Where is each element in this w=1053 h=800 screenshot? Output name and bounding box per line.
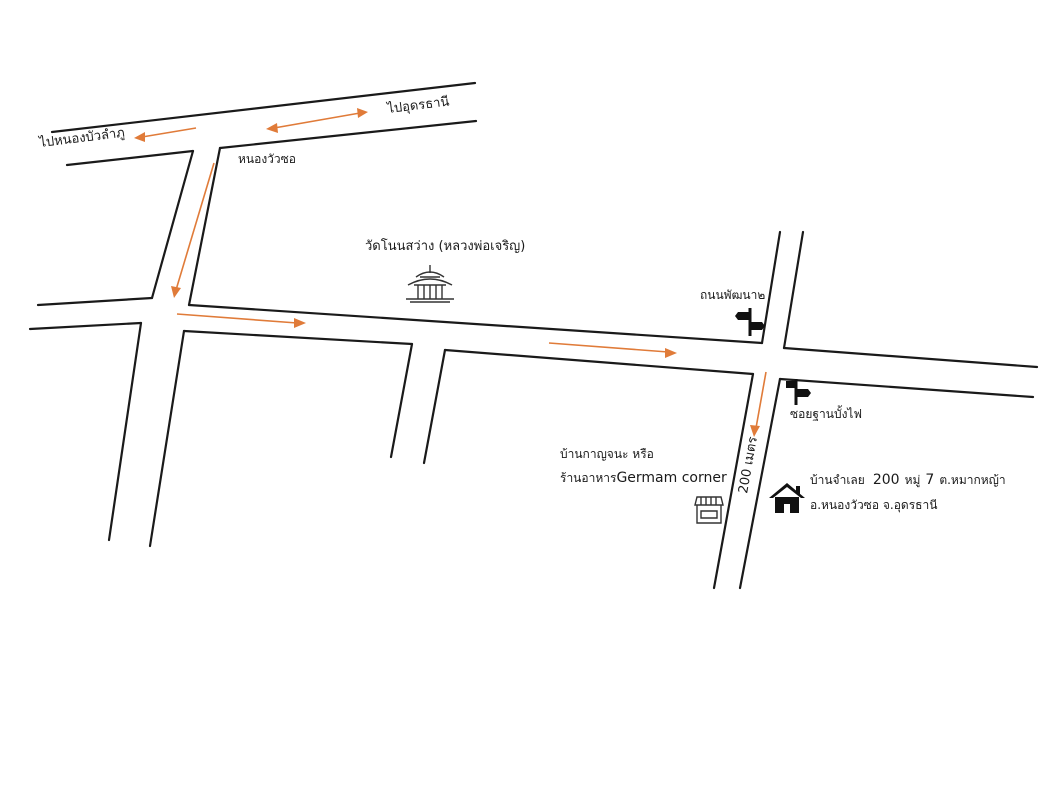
- arrow-head-down-house: [750, 425, 760, 437]
- signpost-icon: [786, 379, 811, 405]
- label-landmark-prefix: ร้านอาหาร: [560, 471, 617, 485]
- arrow-head-main-1: [294, 318, 306, 328]
- arrow-head-double-left: [266, 123, 278, 133]
- label-address-prefix: บ้านจำเลย: [810, 473, 865, 487]
- left-road-east-edge-top: [187, 146, 222, 307]
- right-road-east-bottom: [738, 377, 782, 590]
- highway-bottom-edge-left: [65, 149, 195, 167]
- arrow-down-to-house: [755, 371, 767, 429]
- label-address-line1: บ้านจำเลย 200 หมู่ 7 ต.หมากหญ้า: [810, 472, 1006, 488]
- label-soi-than-bungfai: ซอยฐานบั้งไฟ: [790, 405, 862, 421]
- right-road-west-bottom: [712, 372, 755, 590]
- arrow-main-road-1: [176, 313, 298, 324]
- temple-icon: [406, 265, 454, 303]
- label-address-line2: อ.หนองวัวซอ จ.อุดรธานี: [810, 498, 937, 513]
- label-phatthana-road: ถนนพัฒนา๒: [700, 288, 765, 302]
- east-road-top-edge: [782, 346, 1039, 369]
- main-road-top-edge: [187, 303, 764, 345]
- label-landmark-name: Germam corner: [616, 470, 727, 486]
- left-road-east-edge-bottom: [148, 329, 186, 548]
- label-address-moo-num: 7: [925, 472, 934, 488]
- highway-bottom-edge-right: [218, 119, 478, 150]
- side-street-east-edge: [422, 348, 447, 465]
- east-road-bottom-edge: [778, 377, 1035, 399]
- arrow-to-nong-bua-lamphu: [141, 127, 197, 138]
- arrow-head-down-left: [171, 286, 181, 298]
- direction-arrows: [134, 108, 767, 437]
- label-address-suffix: ต.หมากหญ้า: [939, 473, 1005, 487]
- west-road-top-edge: [36, 296, 154, 307]
- west-road-bottom-edge: [28, 321, 143, 331]
- arrow-head-main-2: [665, 348, 677, 358]
- label-nong-wua-so: หนองวัวซอ: [238, 152, 296, 166]
- arrow-main-road-2: [548, 342, 669, 353]
- main-road-bottom-mid: [443, 348, 755, 376]
- label-landmark-line2: ร้านอาหารGermam corner: [560, 470, 727, 486]
- label-address-number: 200: [873, 472, 900, 488]
- house-icon: [769, 483, 805, 513]
- side-street-west-edge: [389, 342, 414, 459]
- label-to-udon-thani: ไปอุดรธานี: [386, 94, 451, 118]
- label-temple: วัดโนนสว่าง (หลวงพ่อเจริญ): [365, 238, 525, 254]
- label-landmark-line1: บ้านกาญจนะ หรือ: [560, 447, 654, 461]
- signpost-icon: [735, 308, 765, 336]
- arrow-down-left-road: [175, 162, 215, 291]
- label-address-moo: หมู่: [905, 473, 921, 488]
- left-road-west-edge-bottom: [107, 321, 143, 542]
- main-road-bottom-left: [182, 329, 414, 346]
- arrow-head-left: [134, 132, 145, 142]
- left-road-west-edge-top: [150, 149, 195, 300]
- arrow-to-udon-thani: [273, 112, 361, 129]
- highway-top-edge: [50, 81, 477, 134]
- shop-icon: [694, 496, 724, 524]
- roads: [28, 81, 1039, 590]
- right-road-west-top: [760, 230, 782, 345]
- arrow-head-double-right: [357, 108, 368, 118]
- right-road-east-top: [782, 230, 805, 350]
